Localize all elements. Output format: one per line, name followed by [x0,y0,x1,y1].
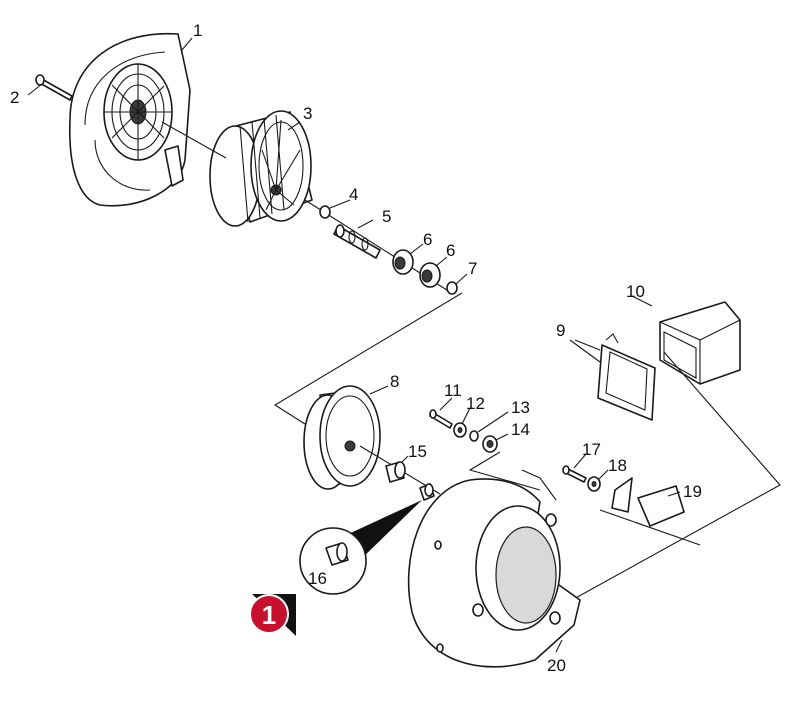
callout-4: 4 [349,185,358,204]
bearing-part-6b [419,262,441,288]
callout-7: 7 [468,259,477,278]
callout-2: 2 [10,88,19,107]
spacer-part-13 [469,430,479,442]
callout-17: 17 [582,440,601,459]
pulley-part-8 [303,385,381,490]
bushing-part-15 [385,461,406,483]
plate-part-19 [611,477,685,527]
fan-cover [68,32,191,207]
callout-5: 5 [382,207,391,226]
pin-part-16 [419,483,435,501]
callout-20: 20 [547,656,566,675]
nut-part-14 [482,435,498,453]
zoom-pointer-edge [344,500,422,560]
bearing-part-6a [392,249,414,275]
ring-part-7 [446,281,458,295]
callout-19: 19 [683,482,702,501]
gasket-part-9 [597,333,656,421]
shaft-part-5 [333,224,381,259]
screw-part-11 [429,409,453,429]
callout-16: 16 [308,569,327,588]
callout-14: 14 [511,420,530,439]
badge-circle [249,594,289,634]
washer-part-12 [453,422,467,438]
callout-12: 12 [466,394,485,413]
washer-part-18 [587,476,601,492]
callout-11: 11 [444,381,462,400]
blower-housing-part-20 [407,469,581,668]
callout-9: 9 [556,321,565,340]
ring-part-4 [319,205,331,219]
callout-6b: 6 [446,241,455,260]
cover-part-10 [659,301,741,385]
callout-15: 15 [408,442,427,461]
callout-6a: 6 [423,230,432,249]
figure-number-badge: 1 [249,594,296,636]
callout-18: 18 [608,456,627,475]
callout-13: 13 [511,398,530,417]
callout-10: 10 [626,282,645,301]
callout-3: 3 [303,104,312,123]
badge-label: 1 [262,600,276,630]
callout-1: 1 [193,21,202,40]
callout-8: 8 [390,372,399,391]
screw-part-2 [35,74,73,101]
screw-part-17 [562,465,587,483]
detail-zoom-circle [299,527,367,595]
impeller-wheel [209,110,313,227]
